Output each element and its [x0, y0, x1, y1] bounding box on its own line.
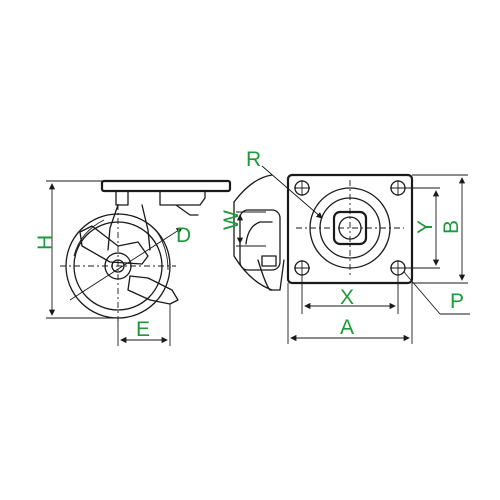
- fork: [107, 204, 199, 251]
- label-P: P: [450, 290, 464, 313]
- label-A: A: [340, 316, 354, 339]
- mounting-plate: [286, 173, 414, 285]
- side-view: H D E: [34, 179, 232, 346]
- label-X: X: [340, 286, 354, 309]
- brake-lever: [79, 225, 149, 265]
- label-H: H: [34, 235, 57, 250]
- front-view: W R Y B P: [220, 148, 470, 344]
- top-plate: [100, 179, 232, 193]
- label-B: B: [440, 220, 463, 234]
- bolt-holes: [294, 180, 406, 276]
- label-W: W: [220, 210, 243, 230]
- label-Y: Y: [414, 220, 437, 234]
- label-R: R: [246, 148, 261, 171]
- swivel-housing: [115, 190, 206, 206]
- swivel-radius-arc: [233, 174, 273, 203]
- label-E: E: [136, 318, 150, 341]
- label-D: D: [176, 224, 191, 247]
